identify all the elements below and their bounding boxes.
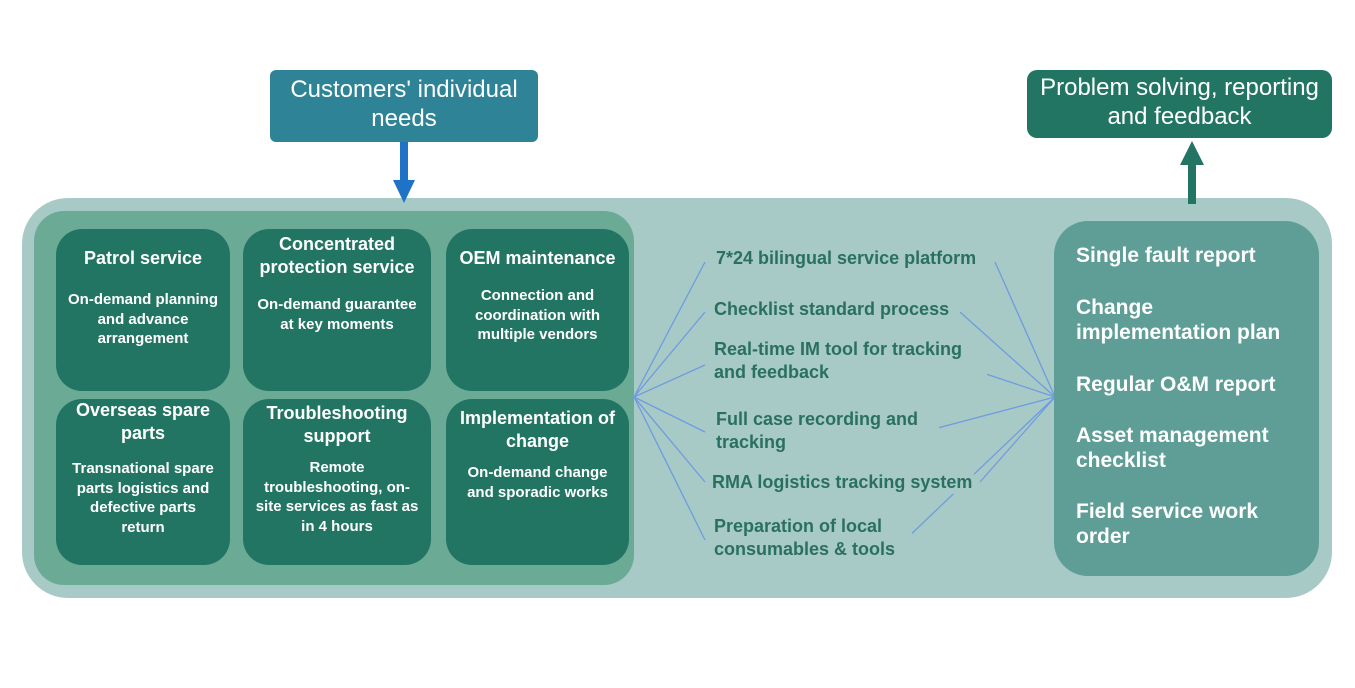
service-description: On-demand guarantee at key moments bbox=[257, 296, 417, 333]
service-description: On-demand change and sporadic works bbox=[467, 464, 608, 501]
service-description: Remote troubleshooting, on-site services… bbox=[255, 459, 419, 535]
up-arrow bbox=[1180, 141, 1204, 204]
customer-needs-box: Customers' individual needs bbox=[270, 70, 538, 142]
report-item: Asset management checklist bbox=[1076, 424, 1269, 472]
tool-item: 7*24 bilingual service platform bbox=[714, 247, 979, 270]
service-card-protection: Concentrated protection service On-deman… bbox=[243, 229, 431, 391]
feedback-label: Problem solving, reporting and feedback bbox=[1040, 74, 1319, 130]
service-description: On-demand planning and advance arrangeme… bbox=[68, 291, 218, 347]
feedback-box: Problem solving, reporting and feedback bbox=[1027, 70, 1332, 138]
tool-item: Checklist standard process bbox=[712, 298, 952, 321]
service-card-troubleshooting: Troubleshooting support Remote troublesh… bbox=[243, 399, 431, 565]
service-title: Patrol service bbox=[83, 248, 203, 268]
report-item: Change implementation plan bbox=[1076, 296, 1281, 344]
report-item: Single fault report bbox=[1076, 244, 1256, 267]
service-title: Concentrated protection service bbox=[259, 234, 415, 277]
tool-item: Preparation of local consumables & tools bbox=[712, 515, 912, 561]
report-item: Field service work order bbox=[1076, 500, 1259, 548]
service-title: OEM maintenance bbox=[459, 248, 616, 268]
service-title: Troubleshooting support bbox=[266, 403, 408, 446]
service-card-spare-parts: Overseas spare parts Transnational spare… bbox=[56, 399, 230, 565]
report-item: Regular O&M report bbox=[1076, 373, 1276, 396]
tool-item: Full case recording and tracking bbox=[714, 408, 939, 454]
service-card-oem: OEM maintenance Connection and coordinat… bbox=[446, 229, 629, 391]
service-title: Overseas spare parts bbox=[75, 400, 211, 443]
service-title: Implementation of change bbox=[459, 408, 615, 451]
down-arrow bbox=[393, 142, 415, 203]
service-card-patrol: Patrol service On-demand planning and ad… bbox=[56, 229, 230, 391]
customer-needs-label: Customers' individual needs bbox=[290, 76, 518, 132]
tool-item: Real-time IM tool for tracking and feedb… bbox=[712, 338, 987, 384]
connector-lines bbox=[633, 261, 1056, 541]
service-card-change: Implementation of change On-demand chang… bbox=[446, 399, 629, 565]
reports-panel bbox=[1054, 221, 1319, 576]
service-description: Connection and coordination with multipl… bbox=[475, 287, 600, 343]
service-description: Transnational spare parts logistics and … bbox=[72, 460, 214, 536]
tool-item: RMA logistics tracking system bbox=[710, 471, 975, 494]
